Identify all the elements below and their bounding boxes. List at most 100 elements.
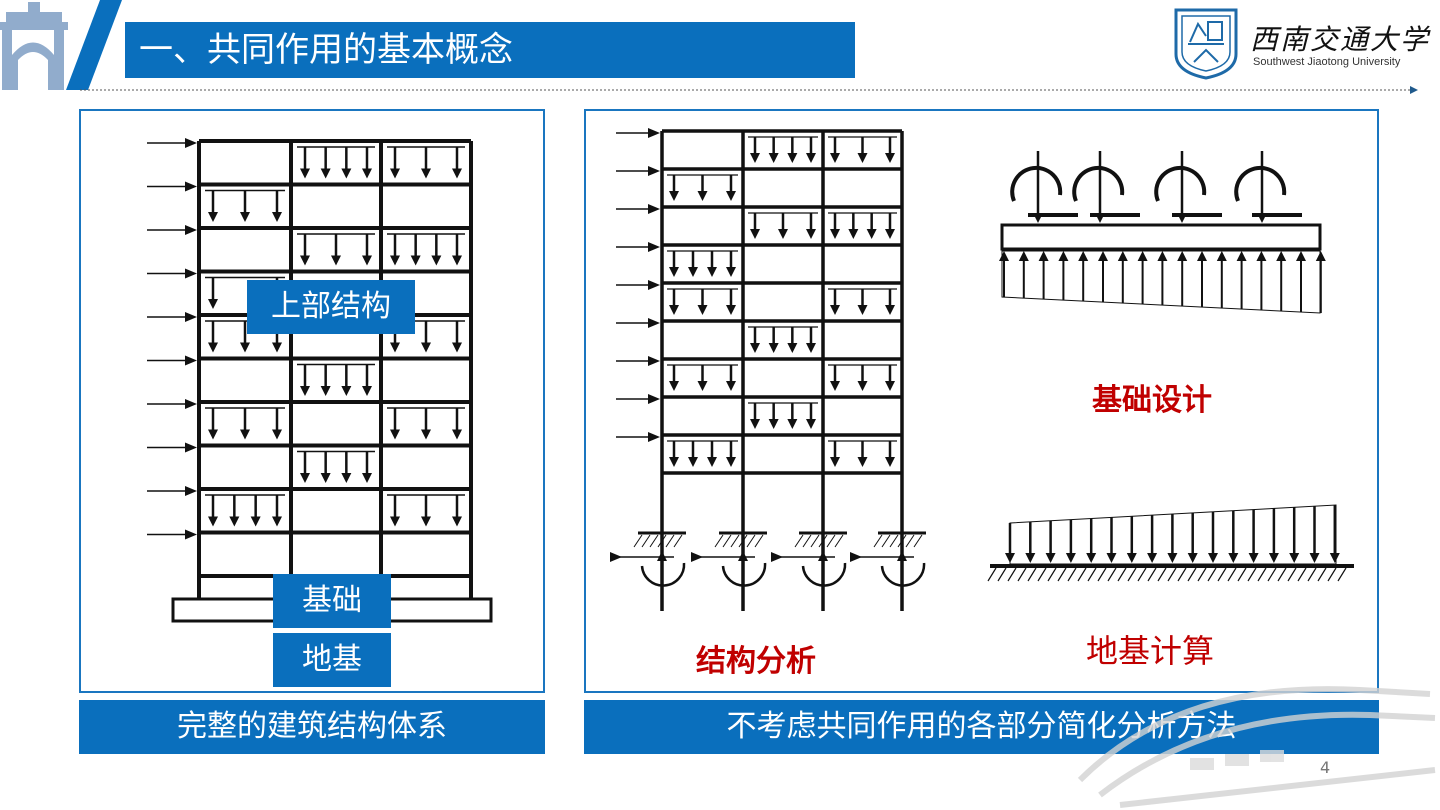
lateral-load-arrow-head [185,138,197,148]
support-hatch [826,534,836,548]
gravity-load-arrow-head [229,516,240,527]
soil-reaction-arrow-head [1276,251,1287,261]
gravity-load-arrow-head [452,168,462,179]
gravity-load-arrow-head [669,267,679,277]
soil-reaction-arrow-head [1236,251,1247,261]
ground-hatch [1207,567,1217,582]
ground-hatch [1057,567,1067,582]
ground-hatch [1087,567,1097,582]
ground-hatch [987,567,997,582]
ground-hatch [1287,567,1297,582]
gravity-load-arrow-head [208,212,218,222]
gravity-load-arrow-head [452,429,462,440]
ground-hatch [1127,567,1137,582]
support-hatch [881,534,891,548]
gravity-load-arrow-head [857,457,868,467]
ground-load-arrow-head [1248,553,1259,563]
ground-hatch [1337,567,1347,582]
gravity-load-arrow-head [300,473,310,483]
lateral-load-arrow-head [185,442,197,453]
university-name-en: Southwest Jiaotong University [1253,56,1401,68]
gravity-load-arrow-head [669,191,679,201]
support-hatch [722,534,732,548]
ground-hatch [1017,567,1027,582]
left-caption: 完整的建筑结构体系 [79,700,545,754]
lateral-load-arrow-head [185,225,197,235]
support-hatch [754,534,764,548]
gravity-load-arrow-head [688,457,698,467]
gravity-load-arrow-head [250,516,261,527]
gravity-load-arrow-head [421,168,431,179]
gravity-load-arrow-head [726,191,736,201]
gravity-load-arrow-head [726,267,736,277]
ground-hatch [1047,567,1057,582]
gravity-load-arrow-head [848,229,859,239]
lateral-load-arrow-head [648,204,660,214]
ground-load-arrow-head [1005,553,1015,563]
structural-analysis-label: 结构分析 [696,644,816,679]
reaction-arrow-head [897,551,907,561]
page-number: 4 [1320,758,1331,777]
gravity-load-arrow-head [320,386,331,396]
column-moment-arrow [1234,165,1287,202]
gravity-load-arrow-head [857,153,868,163]
reaction-moment-arrow [640,562,686,587]
gravity-load-arrow-head [300,386,310,396]
ground-hatch [1237,567,1247,582]
ground-load-arrow-head [1045,553,1056,563]
gravity-load-arrow-head [885,229,895,239]
soil-reaction-arrow-head [1177,251,1188,261]
soil-reaction-arrow-head [999,251,1009,261]
gravity-load-arrow-head [688,267,698,277]
gravity-load-arrow-head [697,305,708,315]
column-moment-arrow [1010,165,1063,202]
ground-load-arrow-head [1106,553,1117,563]
ground-hatch [1027,567,1037,582]
soil-reaction-arrow-head [1296,251,1306,261]
ground-hatch [1267,567,1277,582]
gravity-load-arrow-head [787,153,798,163]
gravity-load-arrow-head [750,229,760,239]
support-hatch [746,534,756,548]
gravity-load-arrow-head [390,168,400,179]
ground-hatch [1117,567,1127,582]
ground-load-arrow-head [1147,553,1158,563]
foundation-label: 基础 [273,574,391,628]
gravity-load-arrow-head [726,305,736,315]
ground-calculation-label: 地基计算 [1086,632,1215,670]
gravity-load-arrow-head [885,457,895,467]
ground-hatch [1187,567,1197,582]
lateral-load-arrow-head [185,181,197,192]
gravity-load-arrow-head [208,342,218,353]
gravity-load-arrow-head [857,305,868,315]
ground-hatch [1097,567,1107,582]
gravity-load-arrow-head [885,305,895,315]
gravity-load-arrow-head [707,457,717,467]
support-hatch [913,534,923,548]
gravity-load-arrow-head [390,516,400,527]
soil-reaction-arrow-head [1197,251,1207,261]
ground-hatch [1147,567,1157,582]
gravity-load-arrow-head [421,342,431,353]
support-hatch [738,534,748,548]
soil-reaction-arrow-head [1216,251,1227,261]
gravity-load-arrow-head [830,305,840,315]
university-name-cn: 西南交通大学 [1250,23,1431,56]
reaction-shear-arrow-head [850,552,862,562]
gravity-load-arrow-head [431,255,442,266]
lateral-load-arrow-head [648,280,660,290]
ground-hatch [1177,567,1187,582]
support-hatch [897,534,907,548]
soil-reaction-arrow-head [1137,251,1148,261]
ground-hatch [1197,567,1207,582]
support-hatch [673,534,683,548]
soil-reaction-arrow-head [1117,251,1128,261]
support-hatch [633,534,643,548]
complete-structure-diagram [147,138,493,623]
ground-hatch [1007,567,1017,582]
gravity-load-arrow-head [362,473,372,483]
lateral-load-arrow-head [185,399,197,409]
ground-load-arrow-head [1228,553,1239,563]
ground-hatch [1247,567,1257,582]
column-moment-arrow [1154,165,1207,202]
